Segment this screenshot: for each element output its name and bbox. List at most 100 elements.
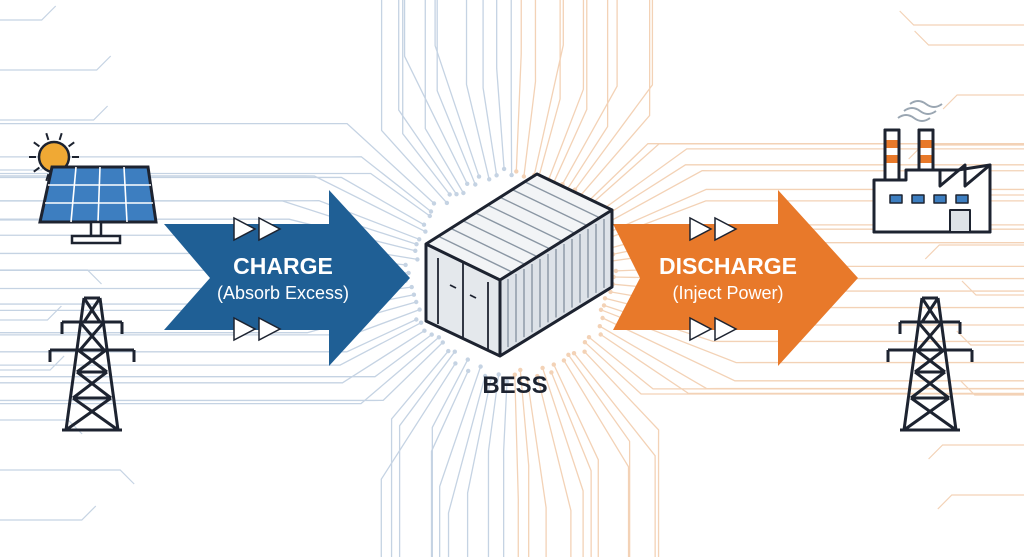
circuit-trace: [942, 94, 1024, 110]
circuit-node: [509, 172, 514, 178]
circuit-node: [429, 332, 434, 337]
circuit-trace: [565, 0, 609, 192]
circuit-trace: [398, 351, 456, 557]
circuit-trace: [0, 55, 112, 71]
circuit-trace: [430, 370, 469, 557]
charge-arrow: [164, 190, 410, 366]
circuit-trace: [536, 375, 572, 557]
circuit-node: [601, 303, 607, 308]
circuit-trace: [573, 352, 656, 557]
container-roof-rib: [499, 196, 576, 234]
circuit-trace: [482, 0, 498, 176]
circuit-node: [415, 257, 420, 262]
circuit-trace: [585, 143, 1024, 210]
circuit-node: [608, 289, 613, 295]
circuit-node: [461, 190, 466, 196]
circuit-trace: [0, 176, 425, 226]
circuit-node: [422, 328, 427, 333]
circuit-trace: [402, 0, 451, 195]
circuit-trace: [553, 0, 588, 183]
circuit-node: [473, 182, 478, 187]
circuit-node: [518, 367, 523, 373]
circuit-trace: [563, 360, 630, 557]
sun-ray: [33, 141, 40, 148]
circuit-trace: [403, 0, 468, 185]
circuit-trace: [439, 366, 482, 557]
circuit-trace: [380, 0, 448, 204]
sun-ray: [68, 141, 75, 148]
circuit-trace: [526, 379, 547, 557]
circuit-trace: [956, 330, 1024, 346]
circuit-trace: [0, 341, 444, 402]
circuit-node: [447, 192, 452, 197]
circuit-trace: [567, 354, 631, 557]
circuit-trace: [0, 156, 432, 213]
circuit-node: [487, 177, 492, 182]
discharge-chevrons-bottom: [689, 316, 738, 342]
circuit-node: [571, 351, 577, 356]
circuit-trace: [398, 0, 458, 195]
circuit-trace: [924, 244, 1024, 260]
container-roof-rib: [511, 188, 588, 227]
circuit-node: [411, 292, 417, 297]
circuit-trace: [600, 170, 1024, 227]
circuit-node: [561, 358, 567, 363]
charge-chevrons-top: [233, 216, 282, 242]
circuit-node: [582, 349, 587, 354]
circuit-node: [418, 320, 424, 325]
circuit-trace: [574, 0, 654, 191]
container-roof-rib: [437, 235, 513, 273]
circuit-trace: [487, 374, 500, 557]
circuit-trace: [593, 164, 1024, 224]
discharge-chevrons-top: [689, 216, 738, 242]
circuit-trace: [465, 0, 490, 180]
circuit-node: [421, 222, 427, 227]
circuit-node: [600, 315, 605, 321]
circuit-node: [551, 362, 556, 367]
circuit-node: [482, 373, 488, 379]
circuit-trace: [0, 305, 62, 321]
shipping-container-icon: [424, 172, 614, 358]
circuit-trace: [0, 322, 422, 366]
circuit-node: [409, 284, 414, 290]
circuit-node: [549, 370, 554, 375]
circuit-node: [613, 268, 619, 274]
circuit-trace: [514, 374, 519, 557]
circuit-trace: [550, 372, 592, 557]
charge-title: CHARGE: [233, 253, 333, 279]
circuit-trace: [584, 351, 660, 557]
container-roof-rib: [524, 181, 600, 219]
circuit-trace: [0, 122, 435, 204]
circuit-node: [566, 352, 571, 357]
circuit-node: [514, 169, 519, 174]
container-roof-rib: [474, 212, 551, 250]
circuit-trace: [0, 105, 109, 121]
circuit-node: [427, 213, 432, 219]
circuit-trace: [0, 330, 425, 384]
circuit-node: [414, 299, 419, 305]
circuit-node: [413, 248, 418, 253]
circuit-trace: [960, 380, 1024, 396]
circuit-node: [540, 365, 545, 371]
circuit-trace: [515, 0, 522, 172]
circuit-trace: [0, 334, 433, 378]
circuit-node: [465, 181, 470, 186]
bess-label: BESS: [482, 372, 548, 399]
circuit-node: [602, 296, 608, 301]
circuit-node: [501, 166, 507, 172]
circuit-trace: [0, 355, 65, 371]
circuit-node: [582, 340, 588, 345]
circuit-trace: [594, 148, 1024, 216]
circuit-node: [496, 372, 501, 377]
circuit-node: [586, 335, 592, 340]
sun-ray: [45, 173, 50, 182]
circuit-node: [440, 340, 445, 345]
circuit-node: [525, 377, 530, 382]
container-roof-rib: [487, 204, 563, 242]
circuit-trace: [424, 0, 464, 194]
circuit-trace: [0, 172, 431, 217]
circuit-node: [428, 209, 434, 214]
circuit-trace: [434, 0, 480, 177]
discharge-subtitle: (Inject Power): [672, 283, 784, 303]
